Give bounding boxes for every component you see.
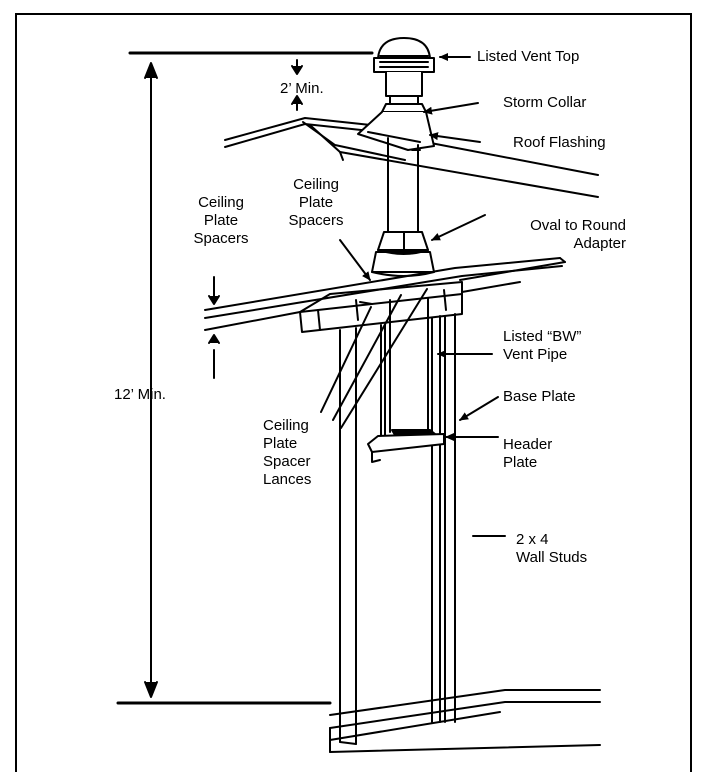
diagram-frame <box>15 13 692 772</box>
vent-top-cap <box>373 37 435 105</box>
ceiling-drawing <box>204 257 566 331</box>
vent-pipe-upper <box>387 137 419 233</box>
storm-collar <box>357 103 435 151</box>
label-base-plate: Base Plate <box>503 388 576 405</box>
left-spacer-dimension <box>208 276 220 379</box>
label-bw-vent-pipe: Listed “BW” Vent Pipe <box>503 328 582 363</box>
spacer-lances <box>320 288 428 429</box>
label-storm-collar: Storm Collar <box>503 94 587 111</box>
label-ceiling-plate-spacers-left: Ceiling Plate Spacers <box>193 194 249 247</box>
label-ceiling-plate-spacers-mid: Ceiling Plate Spacers <box>288 176 344 229</box>
oval-round-adapter <box>371 231 435 277</box>
label-oval-round-adapter: Oval to Round Adapter <box>530 217 626 252</box>
height-dimension <box>116 51 374 705</box>
base-header-plate <box>367 429 445 463</box>
label-two-foot-min: 2’ Min. <box>280 80 324 97</box>
bw-vent-pipe <box>389 297 429 433</box>
label-wall-studs: 2 x 4 Wall Studs <box>516 531 588 566</box>
bottom-plate <box>329 689 601 753</box>
label-ceiling-plate-spacer-lances: Ceiling Plate Spacer Lances <box>263 417 312 488</box>
label-listed-vent-top: Listed Vent Top <box>477 48 580 65</box>
label-roof-flashing: Roof Flashing <box>513 134 606 151</box>
roof-drawing <box>224 117 599 198</box>
wall-studs <box>339 313 456 745</box>
label-twelve-foot-min: 12’ Min. <box>114 386 166 403</box>
ceiling-plate-beam <box>299 281 463 333</box>
leader-arrows <box>339 53 506 537</box>
two-foot-dimension <box>291 59 303 111</box>
label-header-plate: Header Plate <box>503 436 553 471</box>
